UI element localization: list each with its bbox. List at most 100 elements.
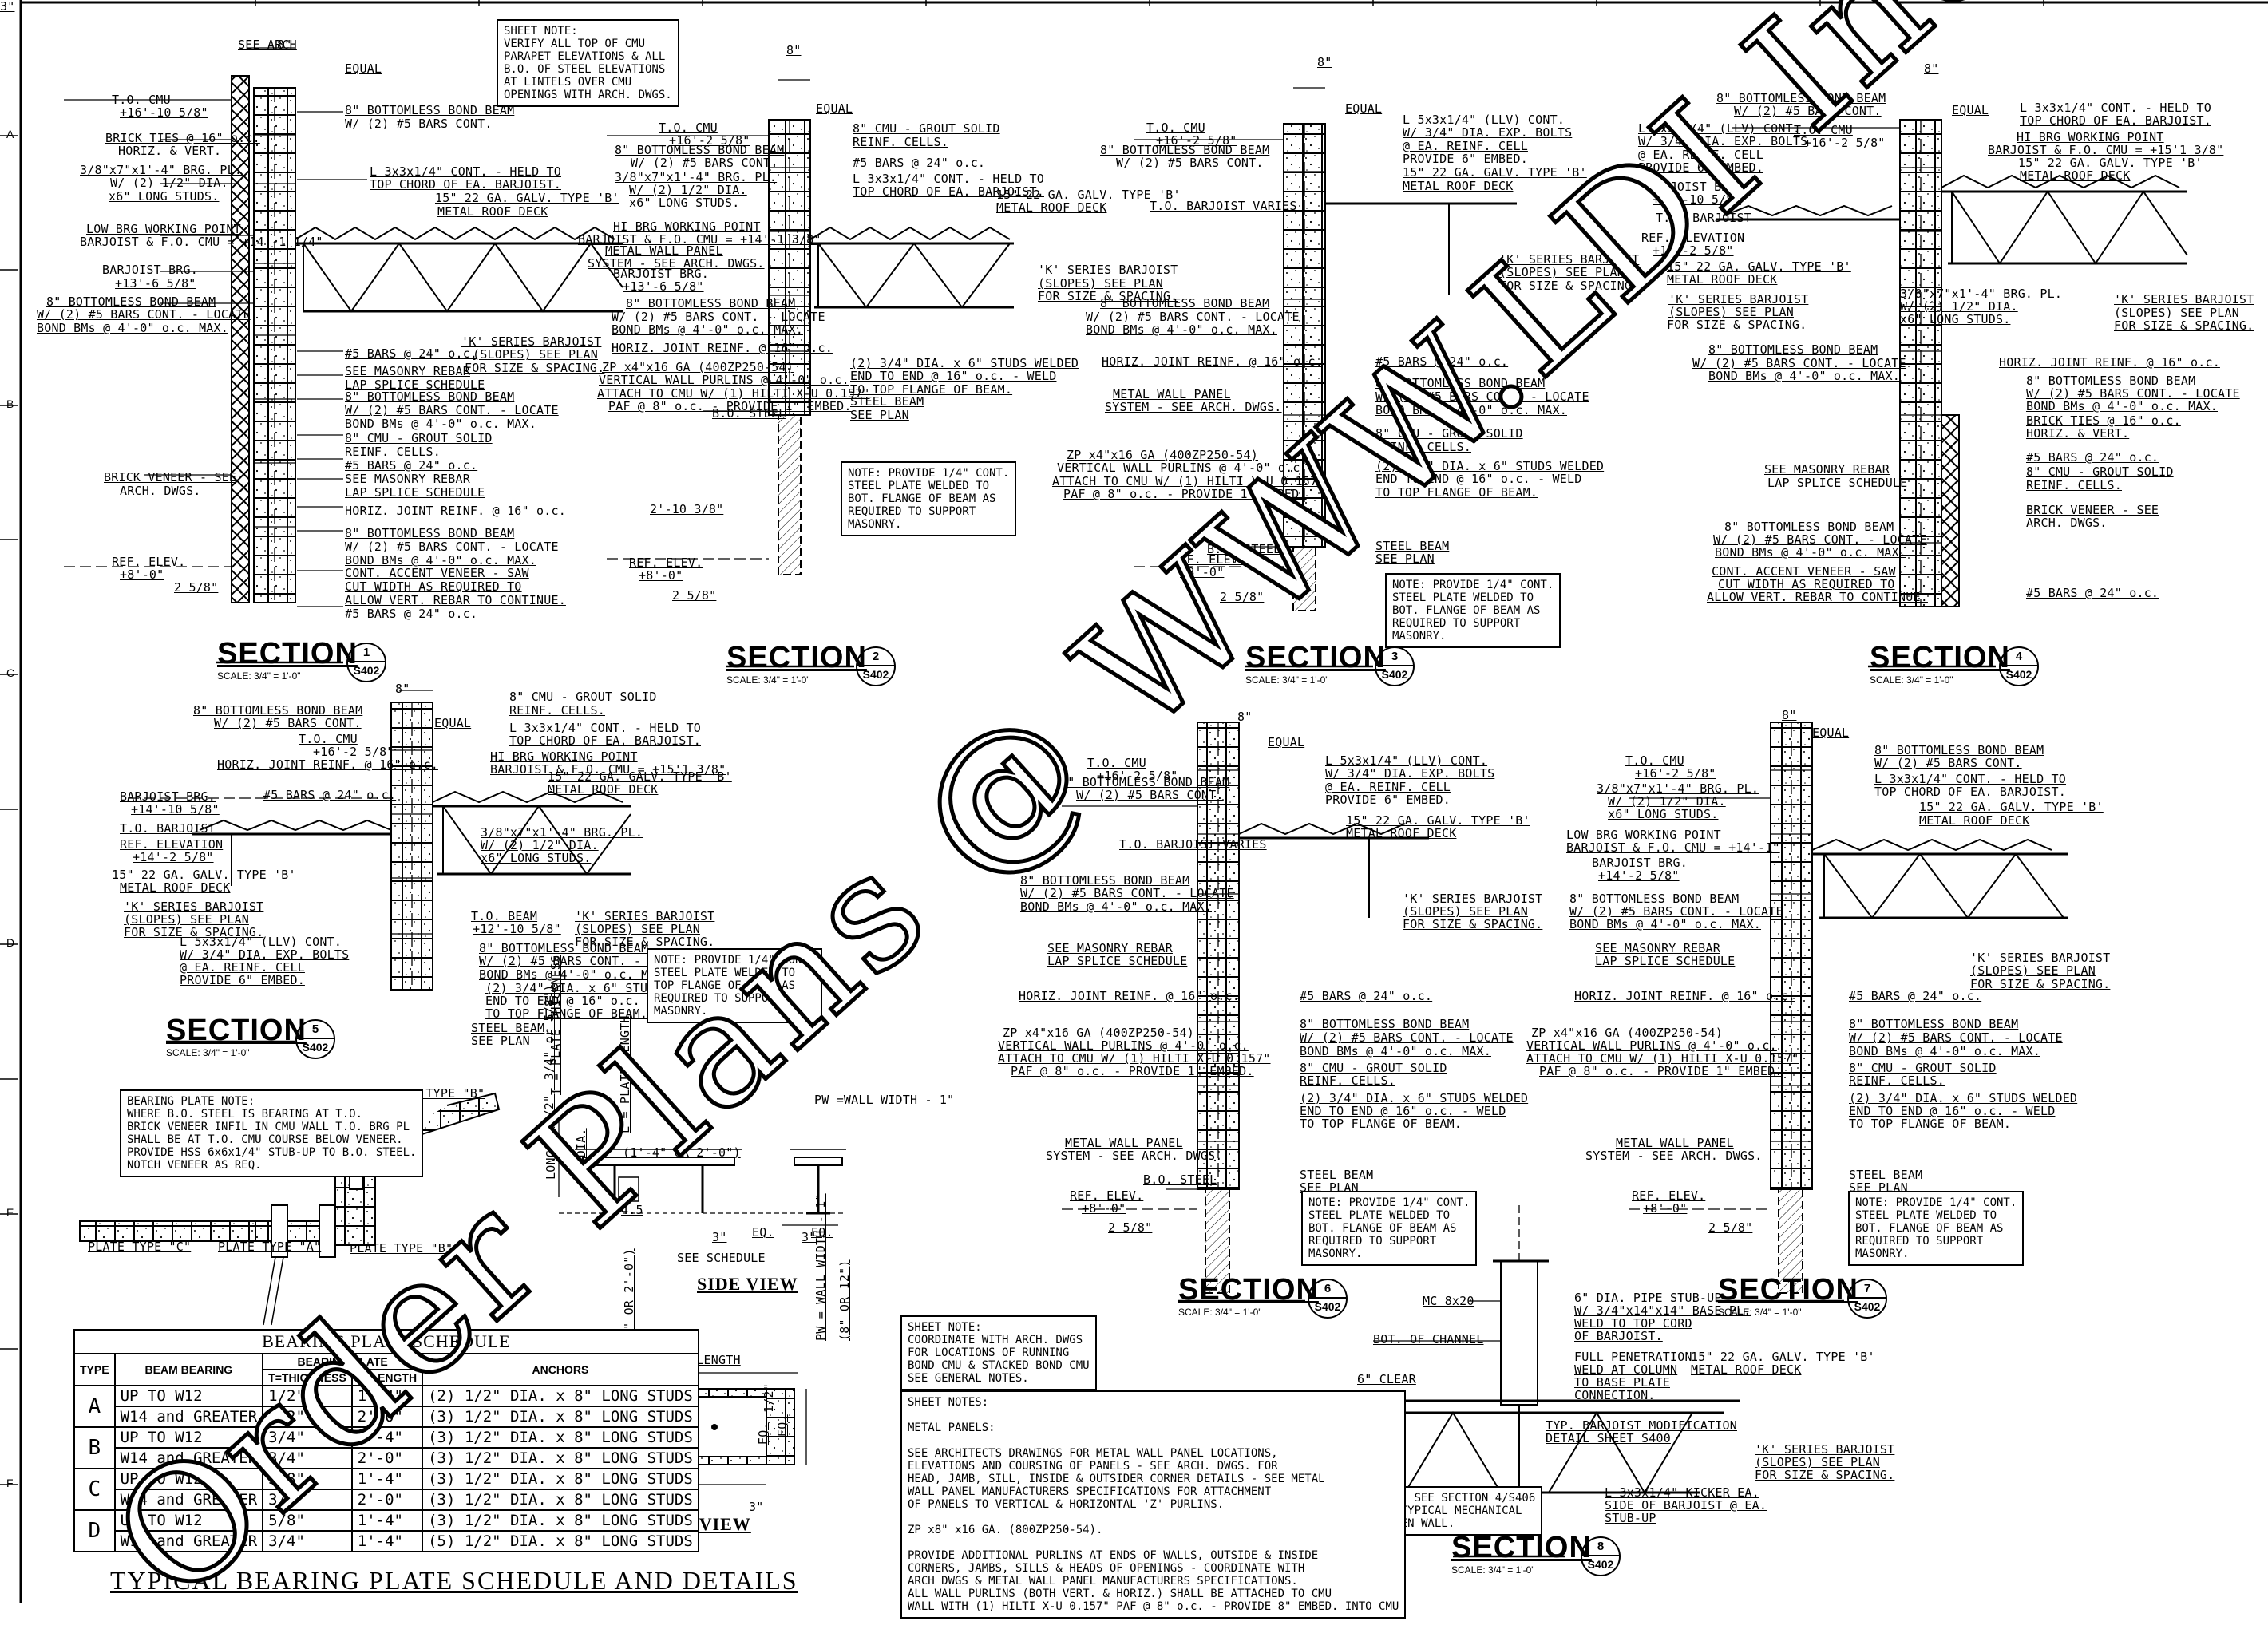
s4-label: HORIZ. & VERT.: [2026, 426, 2130, 441]
schedule-header-type: TYPE: [73, 1353, 116, 1386]
s3-label: 2 5/8": [1220, 590, 1265, 604]
s1-label: EQUAL: [345, 61, 382, 76]
s8-label: FULL PENETRATION: [1574, 1350, 1692, 1364]
s6-label: REINF. CELLS.: [1300, 1074, 1395, 1088]
schedule-cell-beam: W14 and GREATER: [113, 1447, 264, 1469]
note-line: SEE GENERAL NOTES.: [908, 1372, 1029, 1385]
s8-label: WELD TO TOP CORD: [1574, 1316, 1692, 1331]
s7-label: HORIZ. JOINT REINF. @ 16" o.c.: [1574, 989, 1795, 1003]
s6-label: LAP SPLICE SCHEDULE: [1047, 954, 1188, 968]
note-line: MASONRY.: [1855, 1248, 1910, 1260]
s2-label: REINF. CELLS.: [853, 135, 948, 149]
s1-label: LAP SPLICE SCHEDULE: [345, 378, 485, 392]
s1-label: REF. ELEV.: [112, 555, 186, 569]
grid-letter-b: B: [6, 397, 14, 410]
s3-label: BOND BMs @ 4'-0" o.c. MAX.: [1375, 403, 1567, 417]
schedule-cell-anchors: (3) 1/2" DIA. x 8" LONG STUDS: [422, 1406, 699, 1428]
note-line: PROVIDE HSS 6x6x1/4" STUB-UP TO B.O. STE…: [127, 1146, 417, 1159]
s2-label: 2 5/8": [672, 588, 717, 603]
note-line: BOND CMU & STACKED BOND CMU: [908, 1359, 1090, 1372]
s7-label: EQUAL: [1812, 726, 1850, 740]
s8-label: MC 8x20: [1423, 1294, 1474, 1308]
s4-label: HI BRG WORKING POINT: [2017, 130, 2164, 144]
s1-label: ALLOW VERT. REBAR TO CONTINUE.: [345, 593, 566, 607]
section-3-title: SECTION: [1245, 641, 1386, 674]
note-line: REQUIRED TO SUPPORT: [1855, 1235, 1984, 1248]
note-line: MASONRY.: [1392, 630, 1447, 643]
s3-label: ATTACH TO CMU W/ (1) HILTI X-U 0.157": [1052, 474, 1325, 488]
plate-label: 4.5: [621, 1203, 643, 1217]
s1-label: #5 BARS @ 24" o.c.: [345, 458, 478, 473]
s4-label: +16'-2 5/8": [1804, 136, 1886, 150]
s6-label: @ EA. REINF. CELL: [1325, 780, 1451, 794]
note-line: STEEL PLATE WELDED TO: [1392, 591, 1534, 604]
s3-label: T.O. CMU: [1146, 121, 1205, 135]
s4-label: T.O. CMU: [1794, 123, 1853, 137]
note-line: TOP FLANGE OF BEAM AS: [654, 979, 796, 992]
s4-label: BOND BMs @ 4'-0" o.c. MAX.: [1708, 369, 1900, 383]
section-6-title: SECTION: [1178, 1273, 1319, 1307]
s4-label: METAL ROOF DECK: [1667, 272, 1778, 287]
s2-label: BARJOIST & F.O. CMU = +14'-1 3/8": [578, 232, 821, 247]
section-1-title: SECTION: [217, 637, 358, 670]
s5-label: #5 BARS @ 24" o.c.: [263, 788, 397, 802]
schedule-header-length: L=LENGTH: [350, 1369, 424, 1386]
s4-label: @ EA. REINF. CELL: [1638, 148, 1763, 162]
s1-label: W/ (2) 1/2" DIA.: [110, 176, 228, 190]
schedule-type-cell: A: [73, 1385, 116, 1428]
note-line: MASONRY.: [848, 518, 902, 531]
s2-label: +13'-6 5/8": [623, 279, 704, 294]
s6-label: ATTACH TO CMU W/ (1) HILTI X-U 0.157": [998, 1051, 1271, 1066]
s7-label: END TO END @ 16" o.c. - WELD: [1849, 1104, 2056, 1118]
s4-label: 8" BOTTOMLESS BOND BEAM: [1716, 91, 1886, 105]
section-7-title: SECTION: [1718, 1273, 1858, 1307]
s2-label: L 3x3x1/4" CONT. - HELD TO: [853, 172, 1044, 186]
s6-label: 8" CMU - GROUT SOLID: [1300, 1061, 1447, 1075]
s1-label: 3/8"x7"x1'-4" BRG. PL.: [80, 163, 243, 177]
note-line: PROVIDE ADDITIONAL PURLINS AT ENDS OF WA…: [908, 1549, 1319, 1562]
s4-label: CUT WIDTH AS REQUIRED TO: [1718, 577, 1895, 591]
s7-label: 15" 22 GA. GALV. TYPE 'B': [1919, 800, 2104, 814]
s5-label: +14'-2 5/8": [133, 850, 214, 864]
note-line: REQUIRED TO SUPPORT: [1308, 1235, 1437, 1248]
s2-label: +8'-0": [639, 568, 683, 583]
s3-label: 'K' SERIES BARJOIST: [1499, 252, 1640, 267]
s4-label: ALLOW VERT. REBAR TO CONTINUE.: [1707, 590, 1928, 604]
s1-label: LAP SPLICE SCHEDULE: [345, 485, 485, 500]
s5-label: x6" LONG STUDS.: [481, 851, 592, 865]
note-line: REQUIRED TO SUPPORT: [1392, 617, 1521, 630]
s5-label: 8" BOTTOMLESS BOND BEAM: [193, 703, 363, 718]
s3-label: 8" BOTTOMLESS BOND BEAM: [1100, 296, 1270, 310]
schedule-cell-beam: W14 and GREATER: [113, 1489, 264, 1511]
s1-label: ARCH. DWGS.: [120, 484, 201, 498]
s1-label: L 3x3x1/4" CONT. - HELD TO: [370, 164, 561, 179]
s2-label: SYSTEM - SEE ARCH. DWGS.: [588, 256, 765, 271]
plate-label: PW = WALL WIDTH - 1": [813, 1193, 828, 1341]
s4-label: W/ (2) 1/2" DIA.: [1900, 299, 2018, 314]
s8-label: (SLOPES) SEE PLAN: [1755, 1455, 1880, 1469]
schedule-header-anchors: ANCHORS: [422, 1353, 699, 1386]
note-line: WALL PANEL MANUFACTURERS SPECIFICATIONS …: [908, 1485, 1272, 1498]
section-5-linework: [128, 690, 631, 991]
s4-label: 15" 22 GA. GALV. TYPE 'B': [2018, 156, 2203, 170]
s8-label: METAL ROOF DECK: [1691, 1362, 1802, 1377]
s1-label: CONT. ACCENT VENEER - SAW: [345, 566, 529, 580]
s1-label: FOR SIZE & SPACING.: [465, 361, 605, 375]
s4-label: W/ (2) #5 BARS CONT. - LOCATE: [1692, 356, 1906, 370]
s7-label: #5 BARS @ 24" o.c.: [1849, 989, 1982, 1003]
s8-label: L 3x3x1/4" KICKER EA.: [1605, 1485, 1759, 1500]
s3-label: L 5x3x1/4" (LLV) CONT.: [1403, 113, 1565, 127]
s5-label: FOR SIZE & SPACING.: [124, 925, 264, 939]
s2-label: 8" BOTTOMLESS BOND BEAM: [626, 296, 796, 310]
s7-label: 8" BOTTOMLESS BOND BEAM: [1849, 1017, 2019, 1031]
s4-label: BRICK TIES @ 16" o.c.: [2026, 413, 2181, 428]
s3-label: W/ (2) #5 BARS CONT. - LOCATE: [1375, 389, 1589, 404]
schedule-cell-l: 1'-4": [350, 1426, 424, 1449]
note-line: ZP x8" x16 GA. (800ZP250-54).: [908, 1524, 1103, 1536]
s8-label: WELD AT COLUMN: [1574, 1362, 1678, 1377]
s3-label: T.O. BARJOIST VARIES: [1150, 199, 1297, 213]
s1-label: BOND BMs @ 4'-0" o.c. MAX.: [345, 553, 536, 567]
